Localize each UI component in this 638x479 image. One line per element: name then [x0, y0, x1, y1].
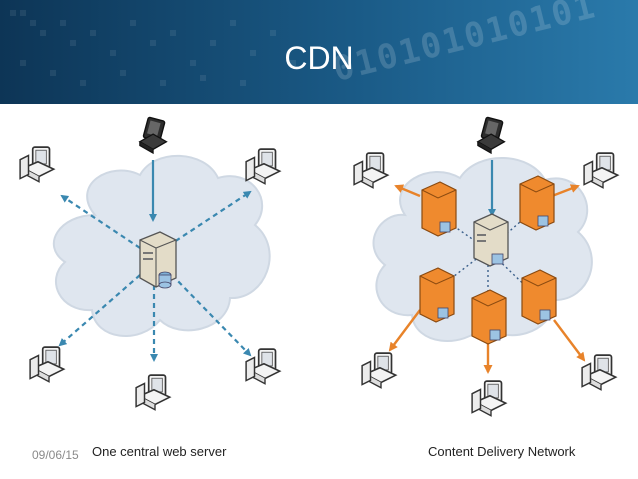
cdn-client-icon-bottom-right: [581, 354, 617, 391]
edge-server-icon-bottom: [471, 289, 507, 345]
client-icon-bottom-right: [245, 348, 281, 385]
right-panel: [353, 116, 619, 417]
edge-server-icon-top-left: [421, 181, 457, 237]
arrow-edge-top-left: [394, 184, 421, 198]
publisher-client-icon: [138, 116, 168, 155]
cdn-client-icon-top-right: [583, 152, 619, 189]
arrow-to-client-top-left: [60, 194, 141, 249]
right-orange-arrows: [388, 184, 586, 374]
client-icon-bottom-left: [29, 346, 65, 383]
edge-server-icon-top-right: [519, 175, 555, 231]
banner-pixel-pattern: [10, 10, 296, 86]
client-icon-bottom: [135, 374, 171, 411]
central-server-icon: [139, 231, 177, 289]
arrow-edge-bottom-right: [553, 319, 586, 362]
cdn-client-icon-top-left: [353, 152, 389, 189]
cdn-client-icon-bottom: [471, 380, 507, 417]
edge-server-icon-bottom-right: [521, 269, 557, 325]
cdn-client-icon-bottom-left: [361, 352, 397, 389]
slide-date: 09/06/15: [32, 448, 79, 462]
left-arrows: [58, 160, 252, 362]
client-icon-top-left: [19, 146, 55, 183]
left-panel: [19, 116, 281, 411]
edge-server-icon-bottom-left: [419, 267, 455, 323]
arrow-edge-bottom-left: [388, 309, 421, 352]
left-caption: One central web server: [92, 444, 227, 459]
cdn-comparison-diagram: [19, 116, 619, 417]
right-caption: Content Delivery Network: [428, 444, 576, 459]
arrow-edge-top-right: [551, 184, 580, 198]
origin-server-icon: [473, 213, 509, 267]
arrow-to-client-top-right: [167, 190, 252, 247]
slide-title: CDN: [284, 40, 354, 76]
publisher-client-icon-cdn: [476, 116, 506, 155]
arrow-to-client-bottom-right: [171, 274, 252, 357]
client-icon-top-right: [245, 148, 281, 185]
title-banner: 010101010101 CDN: [0, 0, 638, 104]
